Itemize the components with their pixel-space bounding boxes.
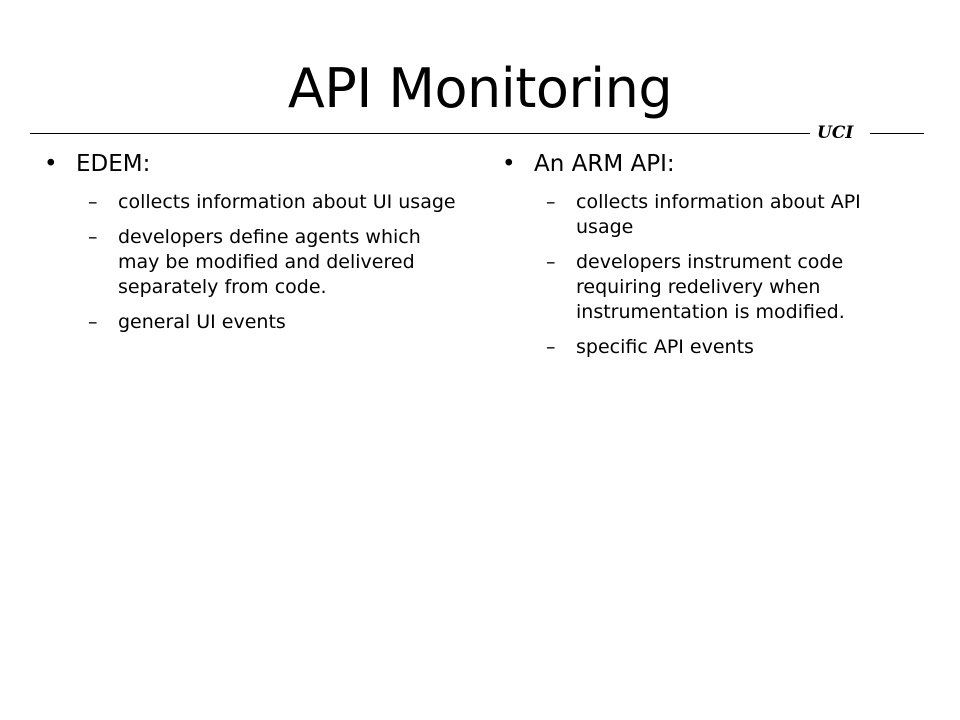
column-arm-api: An ARM API: collects information about A…: [500, 146, 920, 370]
header-divider-right: [870, 133, 924, 134]
slide-title: API Monitoring: [287, 57, 673, 120]
header-divider-left: [30, 133, 810, 134]
sub-list-arm-api: collects information about API usage dev…: [500, 190, 920, 360]
list-item: general UI events: [42, 310, 462, 335]
uci-logo: UCI: [817, 123, 854, 143]
list-item: developers define agents which may be mo…: [42, 225, 462, 300]
column-edem: EDEM: collects information about UI usag…: [42, 146, 462, 345]
bullet-heading-edem: EDEM:: [42, 146, 462, 182]
list-item: developers instrument code requiring red…: [500, 250, 920, 325]
list-item: collects information about API usage: [500, 190, 920, 240]
bullet-heading-arm-api: An ARM API:: [500, 146, 920, 182]
list-item: collects information about UI usage: [42, 190, 462, 215]
list-item: specific API events: [500, 335, 920, 360]
sub-list-edem: collects information about UI usage deve…: [42, 190, 462, 335]
